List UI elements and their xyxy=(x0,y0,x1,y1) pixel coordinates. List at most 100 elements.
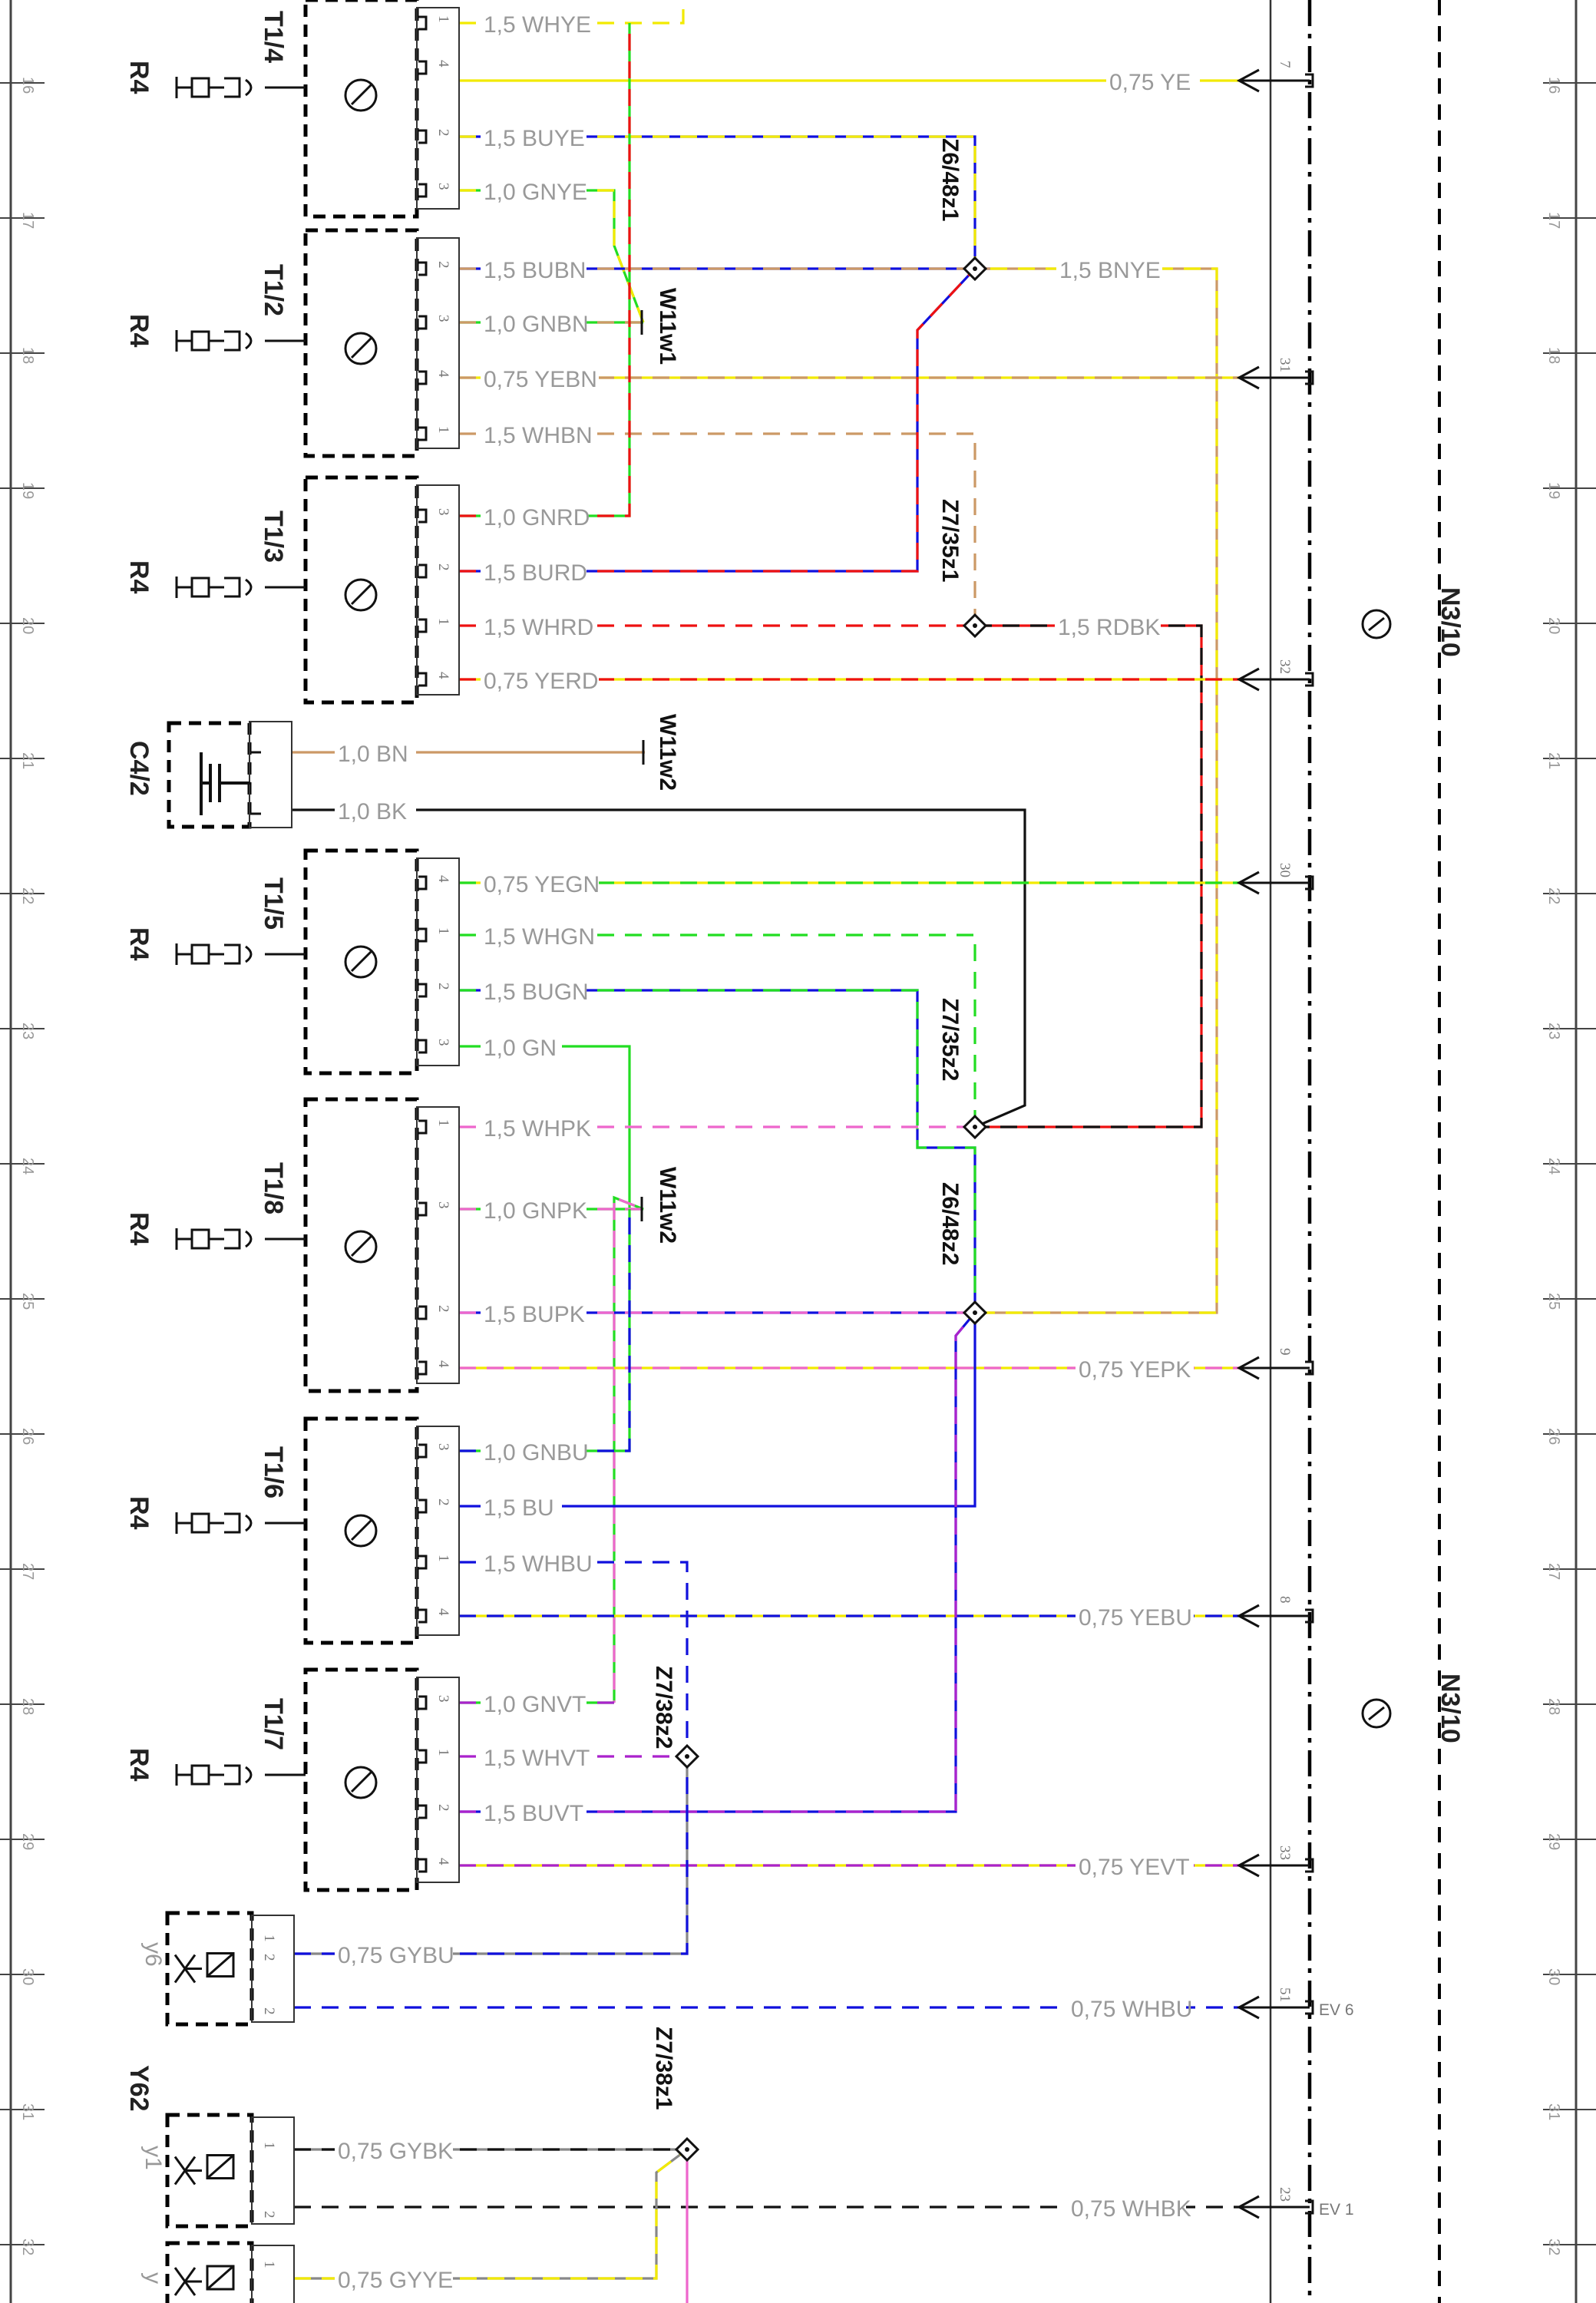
temperature-sensor-icon-line xyxy=(350,583,373,606)
wire-label: 1,5 BUVT xyxy=(484,1801,583,1826)
solenoid-icon-line xyxy=(207,2154,234,2179)
wire-bnye xyxy=(975,267,1218,1314)
pin-terminal xyxy=(418,1695,428,1710)
ground-connector-icon xyxy=(175,1764,253,1786)
pin-number: 3 xyxy=(435,1443,451,1451)
valve-connector xyxy=(251,2116,295,2225)
grid-number-left: 22 xyxy=(19,887,36,904)
pin-terminal xyxy=(418,1858,428,1873)
module-pin-terminal xyxy=(1305,2000,1314,2015)
wire-whbn-stripe xyxy=(459,432,976,626)
grid-number-left: 31 xyxy=(19,2103,36,2120)
ev-label: EV 1 xyxy=(1319,2201,1354,2219)
wire-label-bg xyxy=(335,2139,453,2165)
wire-gybu-stripe xyxy=(294,1756,689,1955)
wire-label-bg xyxy=(481,1551,587,1578)
wire-label-bg xyxy=(481,126,587,152)
wire-bu-base xyxy=(459,1313,976,1508)
wire-label-bg xyxy=(335,1943,453,1969)
ev-label: EV 6 xyxy=(1319,2001,1354,2019)
splice-label: Z7/35z2 xyxy=(937,998,963,1081)
module-pin-number: 32 xyxy=(1277,659,1293,674)
valve-connector xyxy=(251,2245,295,2303)
module-pin-terminal xyxy=(1305,370,1314,385)
ground-label: R4 xyxy=(124,1212,154,1246)
wire-bk xyxy=(292,808,1026,1128)
temperature-sensor-icon-line xyxy=(350,83,373,106)
wire-label-bg xyxy=(481,980,587,1006)
wire-label-bg xyxy=(481,1495,562,1522)
module-pin-arrow xyxy=(1236,667,1310,692)
transistor-icon xyxy=(1361,609,1392,639)
wire-label: 1,5 WHGN xyxy=(484,924,595,950)
module-pin-number: 30 xyxy=(1277,863,1293,877)
wire-label-bg xyxy=(481,872,599,898)
wire-label: 0,75 YEGN xyxy=(484,872,600,897)
wire-gnye-stripe xyxy=(459,189,645,323)
grid-number-right: 24 xyxy=(1545,1158,1562,1175)
wire-buye-stripe xyxy=(459,135,976,269)
wire-label-bg xyxy=(481,258,587,284)
ground-label: R4 xyxy=(124,1748,154,1782)
module-pin-terminal xyxy=(1305,73,1314,88)
sensor-label: T1/5 xyxy=(259,877,288,930)
sensor-label: T1/8 xyxy=(259,1162,288,1214)
wire-label-bg xyxy=(481,1692,587,1718)
pin-terminal xyxy=(418,508,428,524)
module-label: N3/10 xyxy=(1436,1674,1465,1743)
grid-number-right: 32 xyxy=(1545,2239,1562,2255)
ground-connector-icon xyxy=(175,330,253,352)
sensor-T1-5 xyxy=(175,848,460,1076)
pin-terminal xyxy=(418,60,428,75)
wire-label: 0,75 YEVT xyxy=(1079,1855,1190,1880)
wire-label: 1,5 BUPK xyxy=(484,1302,585,1327)
valve-y xyxy=(165,2241,295,2303)
wire-label: 1,5 WHYE xyxy=(484,12,591,38)
wire-label: 0,75 GYBK xyxy=(338,2139,453,2164)
pin-number: 1 xyxy=(435,1119,451,1127)
wire-whgn-base xyxy=(459,933,976,1127)
grid-number-right: 26 xyxy=(1545,1428,1562,1445)
solenoid-icon-line xyxy=(207,1952,234,1978)
pin-number: 4 xyxy=(435,672,451,679)
pin-number: 2 xyxy=(435,129,451,137)
wire-label: 1,0 BN xyxy=(338,742,408,767)
wire-label: 1,5 BUBN xyxy=(484,258,586,283)
sensor-box xyxy=(303,1667,419,1892)
pin-terminal xyxy=(418,1804,428,1819)
wire-rdbk-base xyxy=(975,624,1203,1128)
splice-dot xyxy=(973,1125,977,1129)
sensor-T1-3 xyxy=(175,475,460,705)
wire-label-bg xyxy=(481,12,587,38)
temperature-sensor-icon xyxy=(344,332,378,365)
pin-number: 3 xyxy=(435,508,451,516)
valve-box xyxy=(165,2113,254,2229)
splice-dot xyxy=(685,2147,689,2152)
pin-terminal xyxy=(418,927,428,943)
sensor-T1-2 xyxy=(175,228,460,458)
wire-label: 1,5 BNYE xyxy=(1059,258,1161,283)
wire-label-bg xyxy=(481,1440,587,1466)
sensor-T1-8 xyxy=(175,1097,460,1393)
wire-label: 1,5 WHBN xyxy=(484,423,593,448)
splice-label: W11w1 xyxy=(655,288,680,365)
wire-whye-stripe xyxy=(459,0,685,25)
wire-label: 1,5 BU xyxy=(484,1495,554,1521)
splice-label: W11w2 xyxy=(655,714,680,791)
capacitor-leads xyxy=(250,751,261,815)
grid-number-left: 25 xyxy=(19,1293,36,1310)
wire-label-bg xyxy=(1068,1997,1186,2023)
pin-number: 1 xyxy=(435,618,451,626)
wire-label-bg xyxy=(481,423,587,449)
wire-whbu-stripe xyxy=(459,1561,689,1756)
wire-gnye-base xyxy=(459,189,645,323)
wire-label-bg xyxy=(481,1036,562,1062)
wire-label: 0,75 YEPK xyxy=(1079,1357,1191,1383)
pin-terminal xyxy=(418,1498,428,1514)
wire-gybu xyxy=(294,1756,689,1955)
pin-number: 2 xyxy=(435,1804,451,1812)
wire-label-bg xyxy=(1076,1605,1194,1631)
pin-number: 2 xyxy=(435,1305,451,1313)
splice-label: Z6/48z2 xyxy=(937,1182,963,1265)
module-pin-arrow xyxy=(1236,1995,1310,2020)
